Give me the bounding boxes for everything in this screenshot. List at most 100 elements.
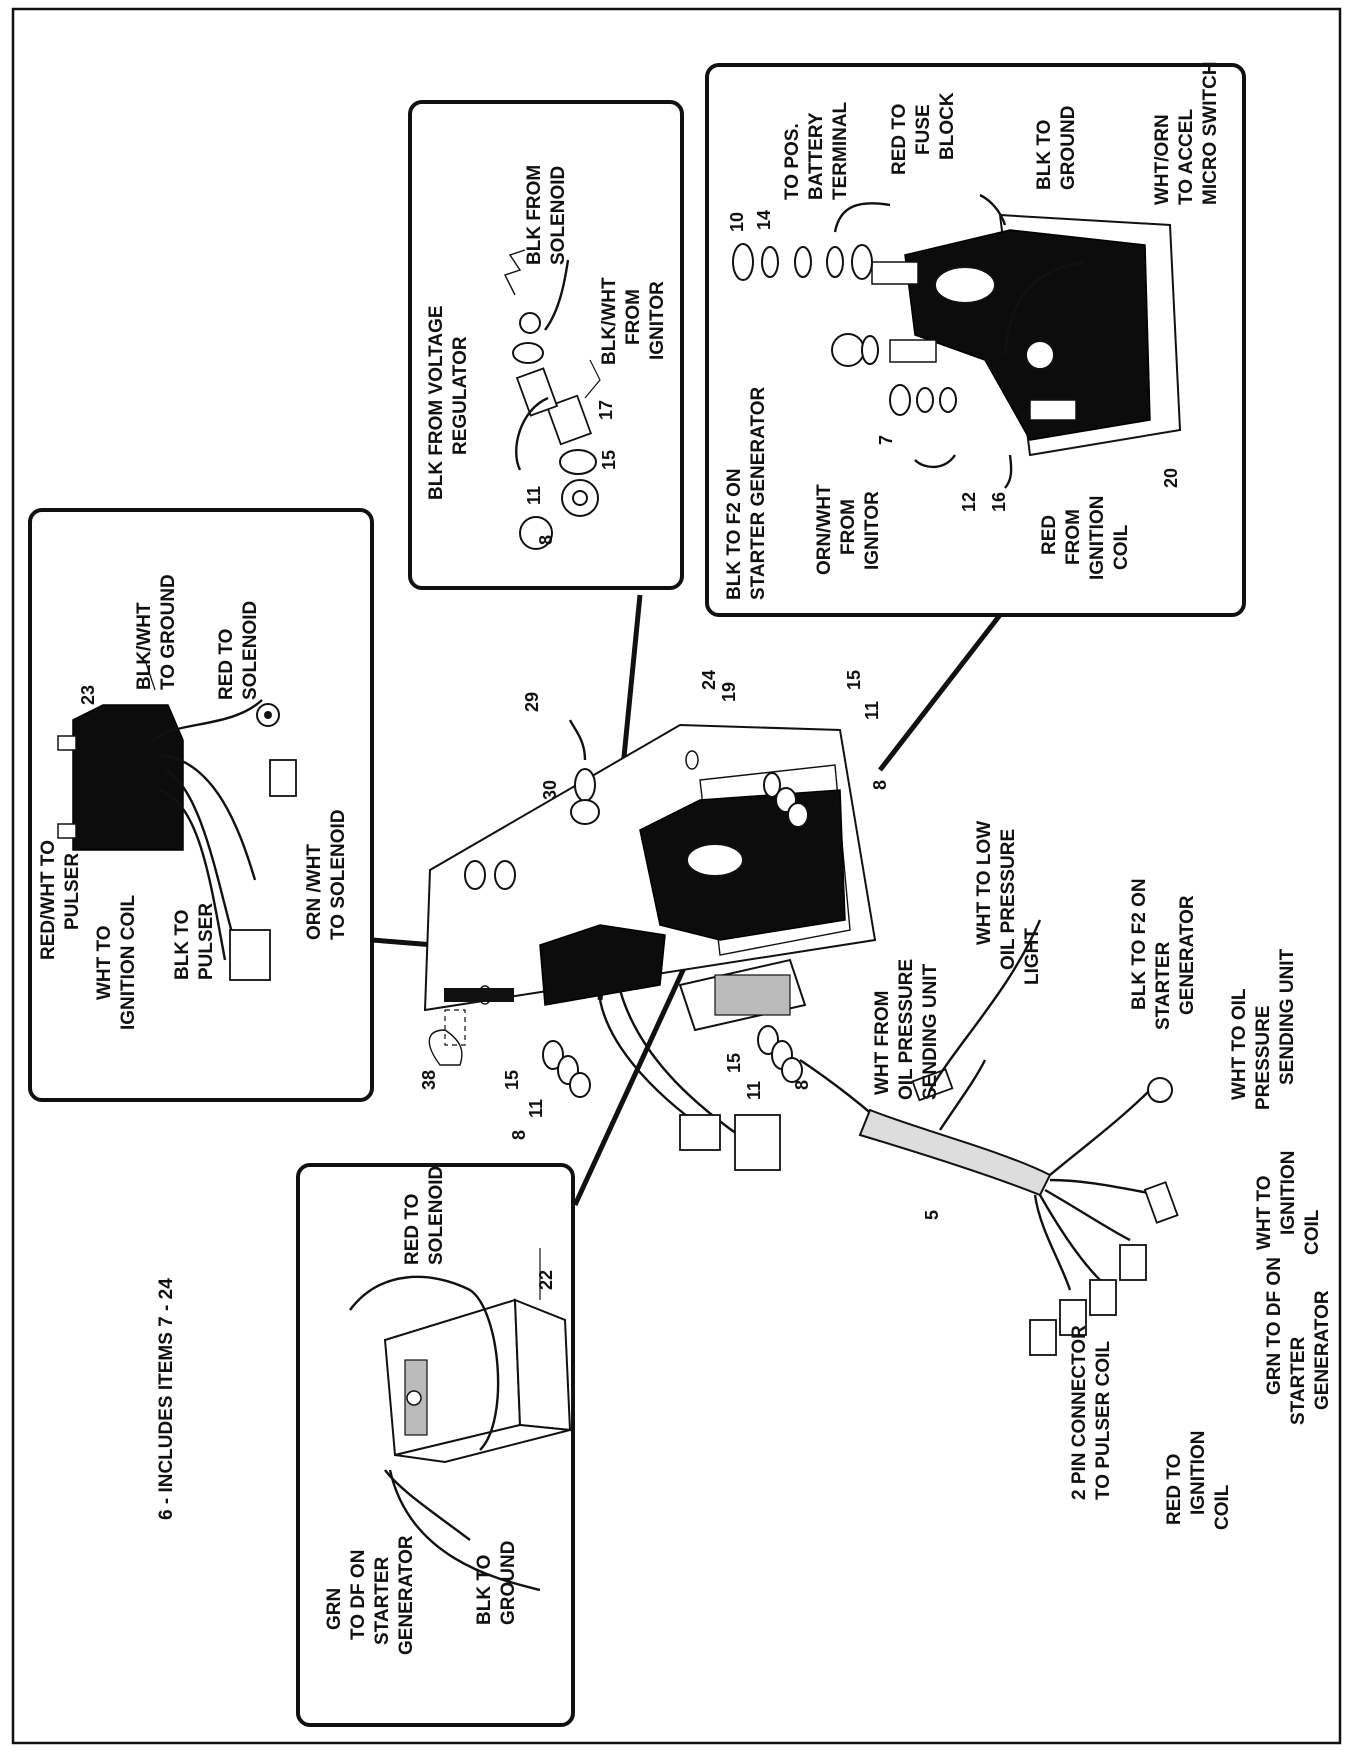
label-grn-df-main-3: GENERATOR xyxy=(1312,1290,1333,1410)
label-ornwht-solenoid-2: TO SOLENOID xyxy=(328,809,349,940)
label-wht-from-oil-1: WHT FROM xyxy=(872,991,893,1095)
sol-part-16: 16 xyxy=(989,492,1009,512)
reg-box-part-22: 22 xyxy=(536,1270,556,1290)
reg-part-8: 8 xyxy=(536,535,556,545)
label-wht-orn-3: MICRO SWITCH xyxy=(1200,61,1221,205)
items-note: 6 - INCLUDES ITEMS 7 - 24 xyxy=(156,1278,177,1520)
label-blkwht-ignitor-3: IGNITOR xyxy=(647,281,668,360)
label-red-fuse-1: RED TO xyxy=(889,104,910,175)
label-blkwht-ignitor-2: FROM xyxy=(623,289,644,345)
label-blkwht-ground-1: BLK/WHT xyxy=(134,602,155,690)
sol-part-12: 12 xyxy=(959,492,979,512)
main-part-8-mid: 8 xyxy=(792,1080,812,1090)
main-ignitor xyxy=(539,924,666,1006)
label-blk-vreg-1: BLK FROM VOLTAGE xyxy=(426,305,447,500)
main-part-11-left: 11 xyxy=(526,1099,546,1118)
main-part-38: 38 xyxy=(419,1070,439,1090)
sol-part-20: 20 xyxy=(1161,468,1181,488)
label-blk-solenoid-2: SOLENOID xyxy=(548,166,569,265)
label-blk-f2-main-2: STARTER xyxy=(1153,941,1174,1030)
label-blk-ground-sol-1: BLK TO xyxy=(1034,120,1055,190)
main-part-11-mid: 11 xyxy=(744,1081,764,1100)
label-orn-wht-1: ORN/WHT xyxy=(814,484,835,575)
main-part-15-top: 15 xyxy=(844,670,864,690)
label-wht-from-oil-2: OIL PRESSURE xyxy=(896,959,917,1100)
label-blk-f2-main-3: GENERATOR xyxy=(1177,895,1198,1015)
label-wht-from-oil-3: SENDING UNIT xyxy=(920,963,941,1100)
label-red-ign-sol-3: IGNITION xyxy=(1087,496,1108,580)
label-red-ign-sol-2: FROM xyxy=(1063,509,1084,565)
label-pulser-conn-1: 2 PIN CONNECTOR xyxy=(1069,1325,1090,1500)
label-redwht-pulser-2: PULSER xyxy=(62,853,83,930)
label-pos-batt-1: TO POS. xyxy=(782,123,803,200)
label-wht-ign-2: IGNITION COIL xyxy=(118,895,139,1031)
reg-part-17: 17 xyxy=(596,400,616,420)
main-part-15-mid: 15 xyxy=(724,1053,744,1073)
label-red-fuse-3: BLOCK xyxy=(937,92,958,160)
label-red-ign-main-3: COIL xyxy=(1212,1484,1233,1530)
label-pos-batt-2: BATTERY xyxy=(806,112,827,200)
label-wht-to-oil-1: WHT TO OIL xyxy=(1229,988,1250,1100)
reg-part-11: 11 xyxy=(524,486,544,505)
main-part-8-top: 8 xyxy=(870,780,890,790)
main-part-29: 29 xyxy=(522,692,542,712)
label-blk-vreg-2: REGULATOR xyxy=(450,336,471,455)
label-red-sol-box-1: RED TO xyxy=(402,1194,423,1265)
label-pos-batt-3: TERMINAL xyxy=(830,101,851,200)
label-orn-wht-2: FROM xyxy=(838,499,859,555)
label-wht-to-oil-3: SENDING UNIT xyxy=(1277,948,1298,1085)
label-blk-ground-box-1: BLK TO xyxy=(474,1555,495,1625)
main-part-5: 5 xyxy=(922,1210,942,1220)
label-wht-low-oil-1: WHT TO LOW xyxy=(974,821,995,945)
label-blk-f2-main-1: BLK TO F2 ON xyxy=(1129,878,1150,1010)
label-red-ign-sol-1: RED xyxy=(1039,515,1060,555)
ignitor-spade-connector xyxy=(269,759,297,797)
label-ornwht-solenoid-1: ORN /WHT xyxy=(304,844,325,940)
main-part-15-left: 15 xyxy=(502,1070,522,1090)
label-blkwht-ignitor-1: BLK/WHT xyxy=(599,277,620,365)
label-grn-df-box-3: STARTER xyxy=(372,1556,393,1645)
label-wht-ign-main-3: COIL xyxy=(1302,1209,1323,1255)
sol-part-7: 7 xyxy=(876,435,896,445)
reg-part-15: 15 xyxy=(599,450,619,470)
label-red-sol-box-2: SOLENOID xyxy=(426,1166,447,1265)
label-grn-df-box-1: GRN xyxy=(324,1588,345,1630)
label-red-ign-main-1: RED TO xyxy=(1164,1454,1185,1525)
label-wht-low-oil-2: OIL PRESSURE xyxy=(998,829,1019,970)
label-wht-ign-1: WHT TO xyxy=(94,925,115,1000)
main-part-19: 19 xyxy=(719,682,739,702)
sol-part-10: 10 xyxy=(727,212,747,232)
label-wht-to-oil-2: PRESSURE xyxy=(1253,1005,1274,1110)
regulator-stud-stack xyxy=(504,249,599,550)
ignitor-body xyxy=(57,704,184,851)
main-harness-connector-b xyxy=(734,1114,781,1171)
label-blkwht-ground-2: TO GROUND xyxy=(158,574,179,690)
label-blk-pulser-2: PULSER xyxy=(196,903,217,980)
label-blk-pulser-1: BLK TO xyxy=(172,910,193,980)
